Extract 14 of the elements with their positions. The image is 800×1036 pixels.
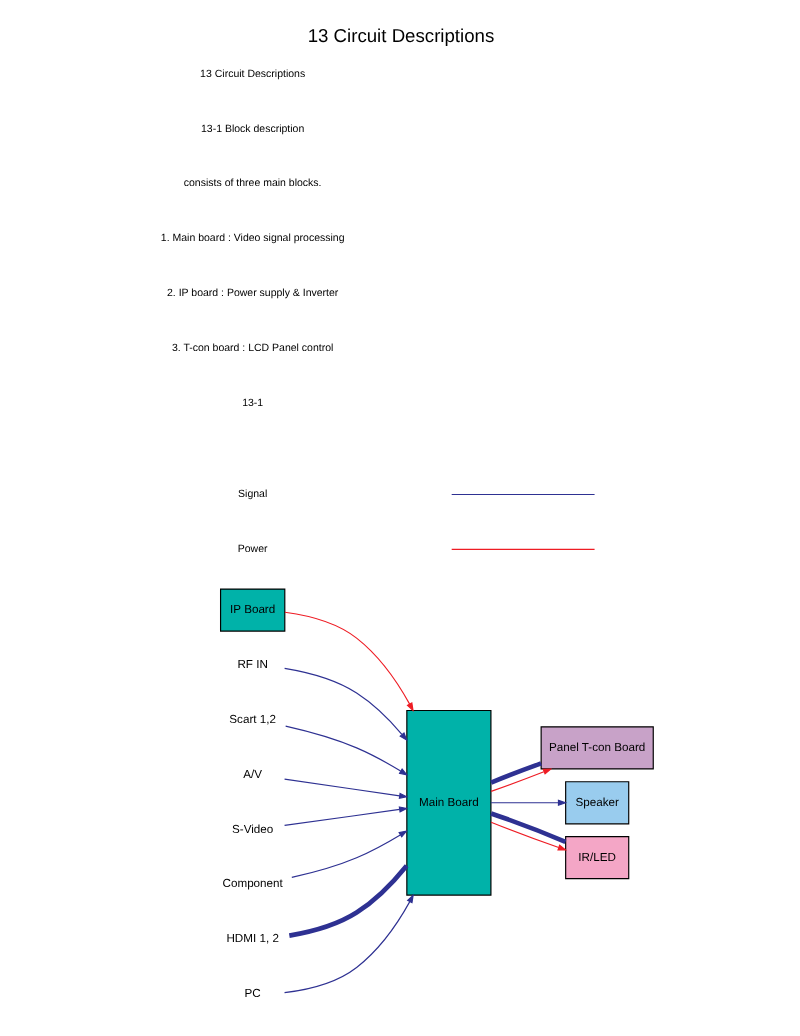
connector [287, 863, 408, 937]
arrow [283, 610, 413, 711]
connector [489, 810, 566, 843]
arrow [282, 892, 413, 993]
arrow [283, 666, 407, 741]
arrow [489, 820, 567, 850]
arrow [489, 798, 567, 806]
diagram-title: 13 Circuit Descriptions [306, 25, 494, 46]
arrow [283, 805, 408, 825]
arrow [290, 829, 407, 877]
connector [489, 760, 541, 784]
arrow [284, 724, 408, 775]
arrow [489, 767, 552, 791]
arrow [283, 777, 408, 798]
